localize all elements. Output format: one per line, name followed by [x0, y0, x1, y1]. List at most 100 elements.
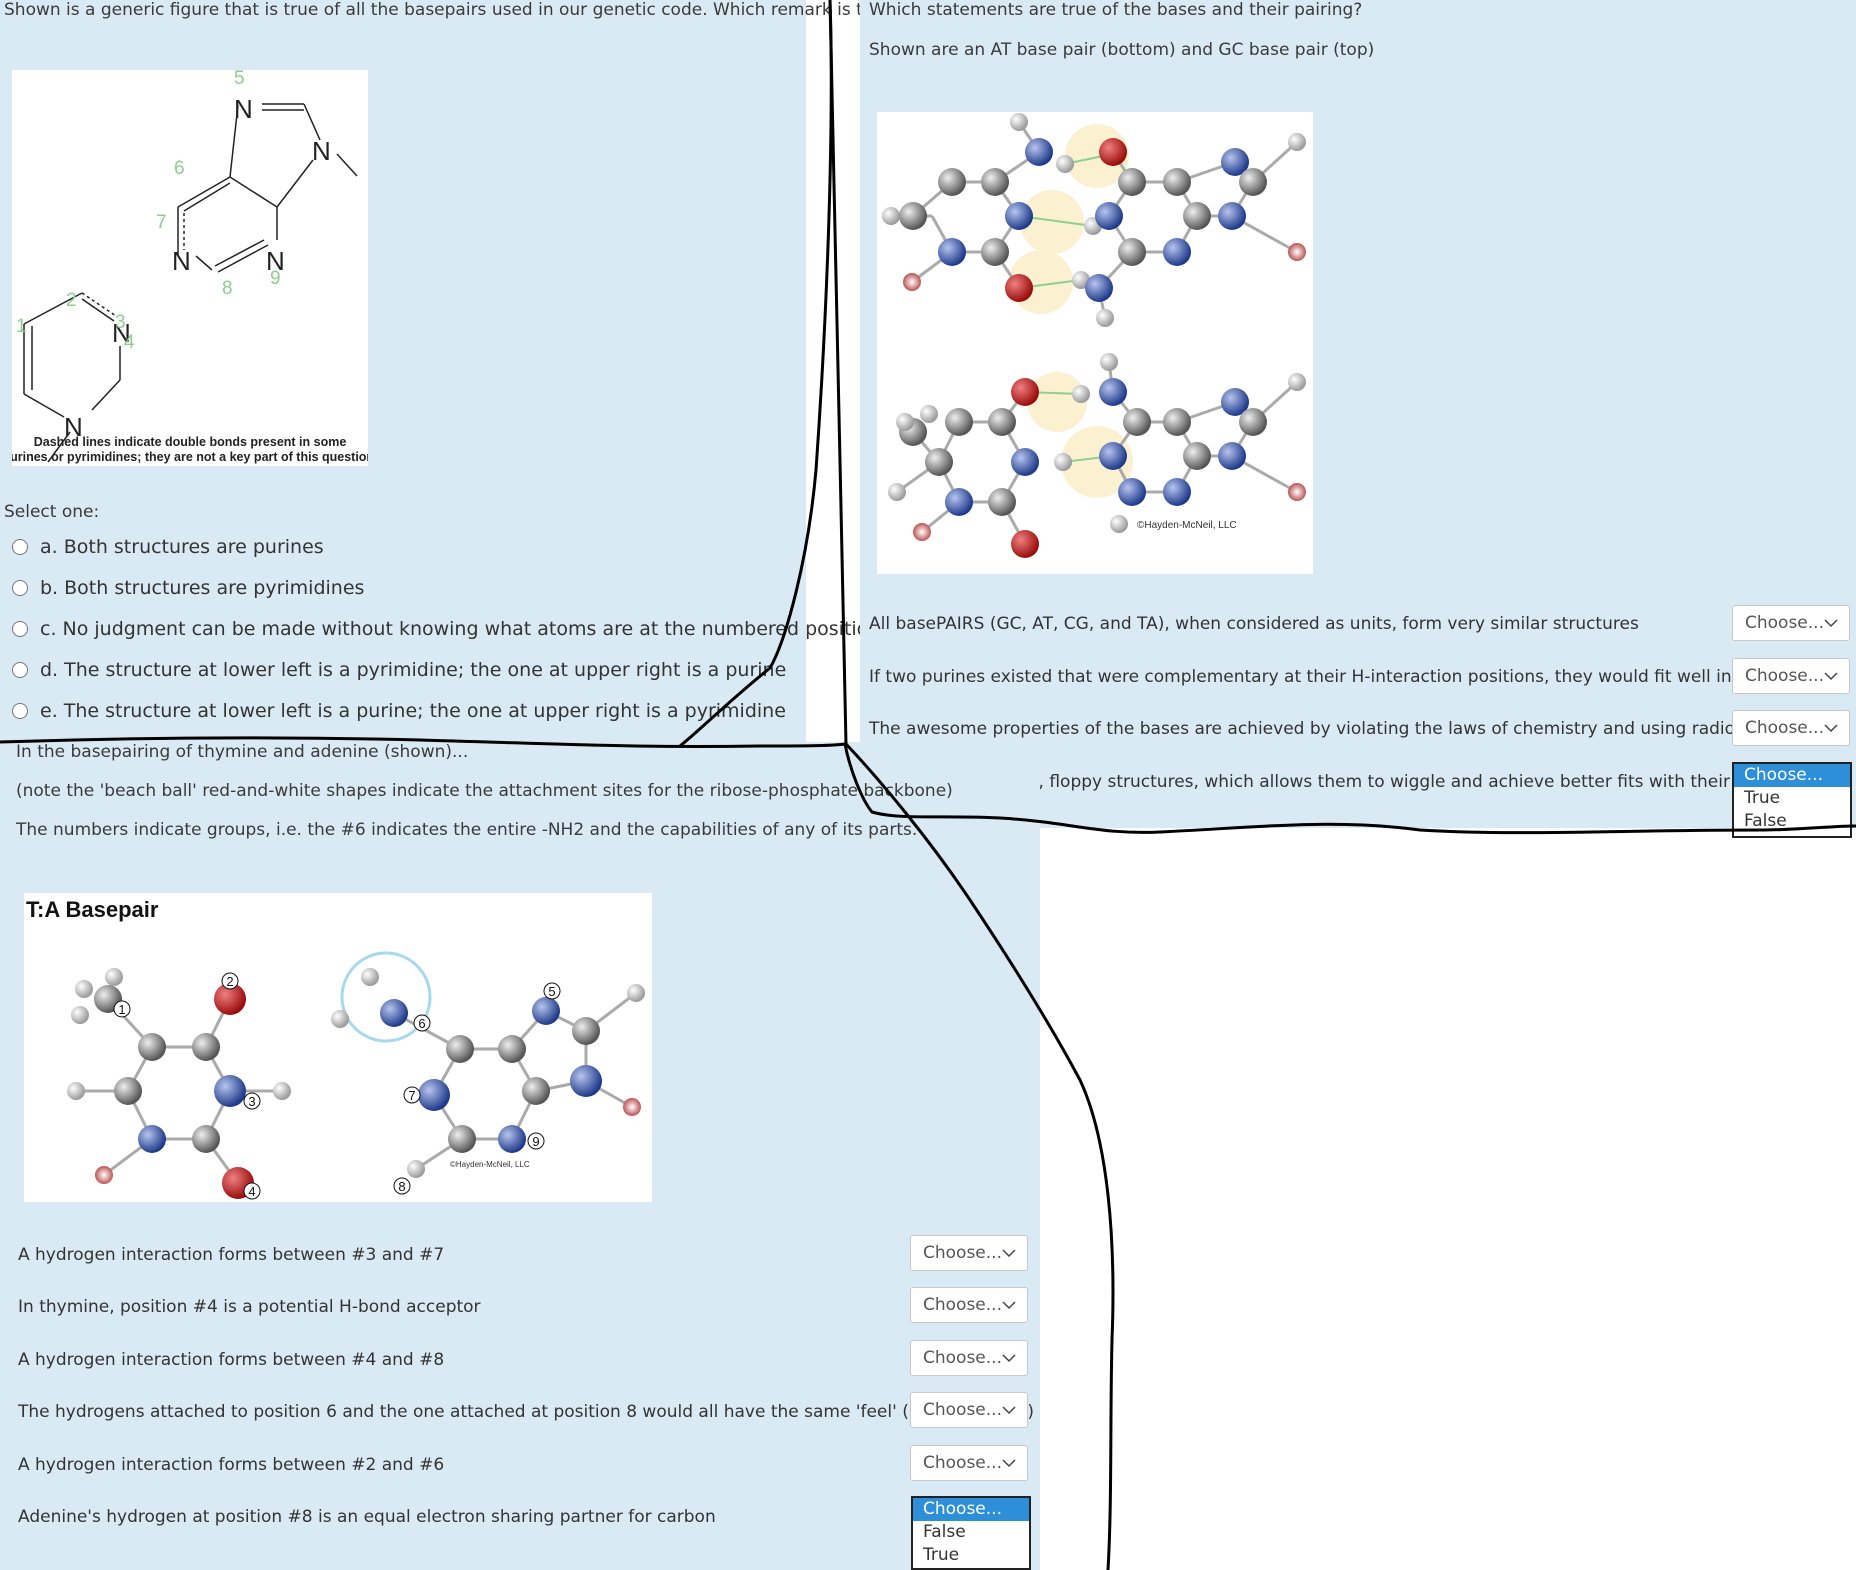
marker-3: 3: [243, 1092, 261, 1110]
q3-intro-2: (note the 'beach ball' red-and-white sha…: [16, 781, 953, 801]
q2-select-1[interactable]: Choose...: [1732, 605, 1850, 641]
svg-text:1: 1: [118, 1002, 125, 1017]
chevron-down-icon[interactable]: [1001, 1455, 1017, 1471]
option-false[interactable]: False: [923, 1522, 966, 1542]
marker-6: 6: [413, 1014, 431, 1032]
chevron-down-icon[interactable]: [1823, 668, 1839, 684]
option-choose[interactable]: Choose...: [913, 1498, 1029, 1521]
q3-select-3[interactable]: Choose...: [910, 1340, 1028, 1376]
chevron-down-icon[interactable]: [1001, 1350, 1017, 1366]
q3-select-5[interactable]: Choose...: [910, 1445, 1028, 1481]
position-7-label: 7: [156, 212, 167, 233]
q3-select-1[interactable]: Choose...: [910, 1235, 1028, 1271]
radio-button-c[interactable]: [12, 621, 28, 637]
marker-8: 8: [393, 1177, 411, 1195]
ta-basepair-model: T:A Basepair: [26, 897, 645, 1200]
marker-1: 1: [113, 1000, 131, 1018]
answer-option-b[interactable]: b. Both structures are pyrimidines: [12, 577, 364, 599]
q2-figure-copyright: ©Hayden-McNeil, LLC: [1137, 520, 1237, 531]
answer-option-c-text[interactable]: c. No judgment can be made without knowi…: [40, 618, 891, 640]
marker-4: 4: [243, 1182, 261, 1200]
atom-n3-label: N: [112, 318, 131, 348]
figure-caption-line1: Dashed lines indicate double bonds prese…: [34, 435, 347, 449]
q3-select-2-value[interactable]: Choose...: [923, 1295, 1002, 1315]
chevron-down-icon[interactable]: [1823, 720, 1839, 736]
answer-option-d-text[interactable]: d. The structure at lower left is a pyri…: [40, 659, 787, 681]
chevron-down-icon[interactable]: [1001, 1402, 1017, 1418]
position-4-label: 4: [124, 332, 135, 353]
radio-button-e[interactable]: [12, 703, 28, 719]
marker-7: 7: [403, 1086, 421, 1104]
radio-button-b[interactable]: [12, 580, 28, 596]
answer-option-a[interactable]: a. Both structures are purines: [12, 536, 324, 558]
position-8-label: 8: [222, 278, 233, 299]
q2-statement-2: If two purines existed that were complem…: [869, 667, 1837, 687]
q3-select-5-value[interactable]: Choose...: [923, 1453, 1002, 1473]
answer-option-e[interactable]: e. The structure at lower left is a puri…: [12, 700, 786, 722]
q3-statement-4: The hydrogens attached to position 6 and…: [18, 1402, 1035, 1422]
q3-figure-copyright: ©Hayden-McNeil, LLC: [450, 1160, 530, 1169]
q3-ta-basepair-figure: T:A Basepair: [24, 893, 652, 1202]
q2-statement-1: All basePAIRS (GC, AT, CG, and TA), when…: [869, 614, 1639, 634]
marker-2: 2: [221, 972, 239, 990]
q1-question: Shown is a generic figure that is true o…: [4, 0, 901, 20]
q3-statement-3: A hydrogen interaction forms between #4 …: [18, 1350, 445, 1370]
svg-text:3: 3: [248, 1094, 255, 1109]
q2-select-1-value[interactable]: Choose...: [1745, 613, 1824, 633]
svg-text:8: 8: [398, 1179, 405, 1194]
atom-n7-label: N: [172, 246, 191, 276]
position-5-label: 5: [234, 70, 245, 89]
q3-statement-2: In thymine, position #4 is a potential H…: [18, 1297, 481, 1317]
marker-5: 5: [543, 982, 561, 1000]
q3-select-4-value[interactable]: Choose...: [923, 1400, 1002, 1420]
position-6-label: 6: [174, 158, 185, 179]
ta-figure-title: T:A Basepair: [26, 897, 159, 922]
q3-select-4[interactable]: Choose...: [910, 1392, 1028, 1428]
position-2-label: 2: [66, 290, 77, 311]
q3-select-1-value[interactable]: Choose...: [923, 1243, 1002, 1263]
answer-option-b-text[interactable]: b. Both structures are pyrimidines: [40, 577, 365, 599]
select-one-label: Select one:: [4, 502, 100, 522]
option-true[interactable]: True: [1744, 788, 1781, 808]
chevron-down-icon[interactable]: [1001, 1245, 1017, 1261]
q2-select-3[interactable]: Choose...: [1732, 710, 1850, 746]
position-1-label: 1: [16, 316, 27, 337]
purine-pyrimidine-diagram: N N N N N N 1 2 3 4 5 6 7 8 9 Dashed lin…: [2, 68, 377, 464]
svg-text:2: 2: [226, 974, 233, 989]
q3-select-6-open-list[interactable]: Choose... False True: [911, 1496, 1031, 1570]
q3-select-3-value[interactable]: Choose...: [923, 1348, 1002, 1368]
atom-n9-label: N: [266, 246, 285, 276]
radio-button-d[interactable]: [12, 662, 28, 678]
atom-n5-label: N: [234, 94, 253, 124]
position-3-label: 3: [115, 312, 126, 333]
answer-option-e-text[interactable]: e. The structure at lower left is a puri…: [40, 700, 786, 722]
option-false[interactable]: False: [1744, 811, 1787, 831]
answer-option-d[interactable]: d. The structure at lower left is a pyri…: [12, 659, 786, 681]
gc-at-basepair-models: ©Hayden-McNeil, LLC: [882, 113, 1306, 558]
atom-n-methyl-label: N: [312, 136, 331, 166]
q2-select-2-value[interactable]: Choose...: [1745, 666, 1824, 686]
q3-select-2[interactable]: Choose...: [910, 1287, 1028, 1323]
chevron-down-icon[interactable]: [1823, 615, 1839, 631]
q3-intro-1: In the basepairing of thymine and adenin…: [16, 742, 469, 762]
q3-intro-3: The numbers indicate groups, i.e. the #6…: [16, 820, 918, 840]
q2-select-4-open-list[interactable]: Choose... True False: [1732, 762, 1852, 838]
marker-9: 9: [527, 1132, 545, 1150]
atom-n-lower-label: N: [64, 412, 83, 442]
q2-subtext: Shown are an AT base pair (bottom) and G…: [869, 40, 1375, 60]
option-true[interactable]: True: [923, 1545, 960, 1565]
option-choose[interactable]: Choose...: [1734, 764, 1850, 787]
q2-select-2[interactable]: Choose...: [1732, 658, 1850, 694]
q2-select-3-value[interactable]: Choose...: [1745, 718, 1824, 738]
chevron-down-icon[interactable]: [1001, 1297, 1017, 1313]
answer-option-a-text[interactable]: a. Both structures are purines: [40, 536, 324, 558]
svg-text:4: 4: [248, 1184, 255, 1199]
radio-button-a[interactable]: [12, 539, 28, 555]
answer-option-c[interactable]: c. No judgment can be made without knowi…: [12, 618, 890, 640]
position-9-label: 9: [270, 268, 281, 289]
at-basepair: ©Hayden-McNeil, LLC: [888, 353, 1306, 558]
q3-statement-1: A hydrogen interaction forms between #3 …: [18, 1245, 445, 1265]
q2-basepair-figure: ©Hayden-McNeil, LLC: [877, 112, 1313, 574]
svg-text:9: 9: [532, 1134, 539, 1149]
q2-question: Which statements are true of the bases a…: [869, 0, 1363, 20]
